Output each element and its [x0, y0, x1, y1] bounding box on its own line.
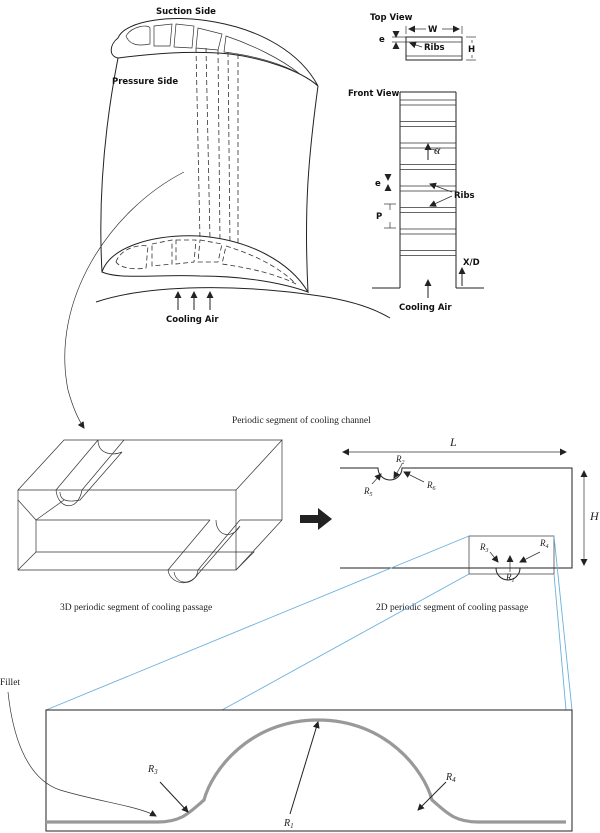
front-view-title: Front View [348, 89, 399, 99]
segment-2d-drawing [340, 448, 588, 581]
zoom-r4-label: R4 [445, 772, 456, 784]
pressure-side-label: Pressure Side [112, 77, 178, 87]
periodic-segment-caption: Periodic segment of cooling channel [232, 415, 371, 426]
zoom-r1-label: R1 [283, 818, 294, 830]
top-view-e-label: e [379, 35, 385, 45]
front-view-drawing [372, 91, 484, 298]
front-view-alpha-label: α [434, 143, 441, 157]
zoom-annotations [7, 691, 447, 817]
channel-r3-label: R3 [479, 542, 489, 554]
blade-cooling-air-label: Cooling Air [166, 315, 219, 325]
top-view-h-label: H [468, 45, 475, 55]
suction-side-label: Suction Side [156, 7, 216, 17]
zoom-panel-frame [45, 709, 573, 832]
front-view-cooling-air-label: Cooling Air [399, 303, 452, 313]
front-view-e-label: e [375, 179, 381, 189]
top-view-drawing [392, 25, 476, 61]
front-view-p-label: P [376, 212, 382, 222]
fillet-label: Fillet [0, 678, 20, 688]
rib-profile [46, 718, 566, 824]
channel-r6-label: R6 [426, 480, 436, 492]
channel-r2-label: R2 [395, 454, 405, 466]
top-view-title: Top View [370, 13, 413, 23]
channel-r1-label: R1 [505, 572, 515, 584]
front-view-ribs-label: Ribs [454, 191, 475, 201]
zoom-pointer-curve [64, 171, 185, 429]
top-view-w-label: W [428, 25, 438, 35]
segment-2d-caption: 2D periodic segment of cooling passage [376, 602, 528, 613]
zoom-projection-lines [45, 535, 573, 711]
transform-arrow [300, 508, 332, 530]
channel-r5-label: R5 [363, 486, 373, 498]
top-view-ribs-label: Ribs [424, 43, 445, 53]
channel-height-label: H [589, 509, 600, 523]
channel-r4-label: R4 [539, 538, 549, 550]
segment-3d-caption: 3D periodic segment of cooling passage [60, 602, 212, 613]
segment-3d-drawing [17, 439, 283, 584]
channel-length-label: L [449, 435, 457, 449]
front-view-xd-label: X/D [463, 258, 480, 268]
turbine-blade-drawing [95, 18, 391, 319]
zoom-r3-label: R3 [147, 764, 158, 776]
